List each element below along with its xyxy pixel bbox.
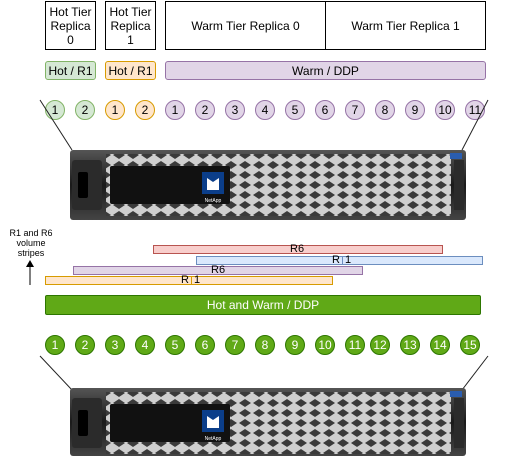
top-disk-13: 10 [435, 100, 455, 120]
header-label: Warm Tier Replica 0 [191, 18, 300, 33]
stripe-label: R6 [211, 264, 226, 276]
stripe-label-right: 1 [194, 274, 201, 286]
bottom-disk-11: 12 [370, 335, 390, 355]
bottom-disk-9: 10 [315, 335, 335, 355]
logo-text: NetApp [205, 198, 222, 204]
pool-label: Hot and Warm / DDP [206, 298, 320, 312]
top-disk-9: 6 [315, 100, 335, 120]
note-arrow [26, 260, 34, 285]
group-label: Warm / DDP [292, 63, 359, 78]
r1-stripe-orange: R 1 [45, 274, 333, 286]
bottom-disk-0: 1 [45, 335, 65, 355]
logo-text: NetApp [205, 436, 222, 442]
storage-enclosure-bottom: NetApp [70, 388, 466, 456]
stripe-label-left: R [181, 274, 189, 286]
storage-enclosure-top: NetApp [70, 150, 466, 220]
top-disk-8: 5 [285, 100, 305, 120]
top-disk-11: 8 [375, 100, 395, 120]
top-disk-12: 9 [405, 100, 425, 120]
bottom-disk-6: 7 [225, 335, 245, 355]
stripe-divider [191, 276, 192, 285]
top-disk-6: 3 [225, 100, 245, 120]
hot-and-warm-ddp-pool: Hot and Warm / DDP [45, 295, 481, 315]
bottom-disk-12: 13 [400, 335, 420, 355]
stripe-divider [342, 256, 343, 265]
bottom-disk-4: 5 [165, 335, 185, 355]
top-disk-3: 2 [135, 100, 155, 120]
bottom-disk-13: 14 [430, 335, 450, 355]
group-label: Hot / R1 [48, 63, 93, 78]
enclosure-graphic: NetApp [70, 150, 466, 220]
top-disk-1: 2 [75, 100, 95, 120]
top-disk-5: 2 [195, 100, 215, 120]
hot-r1-group-1: Hot / R1 [105, 61, 156, 80]
stripe-label-right: 1 [345, 254, 352, 266]
hot-tier-replica-0-header: Hot Tier Replica 0 [45, 1, 96, 50]
note-text: R1 and R6 volume stripes [9, 228, 53, 258]
header-label: Hot Tier Replica 1 [109, 4, 152, 47]
bottom-disk-3: 4 [135, 335, 155, 355]
bottom-disk-1: 2 [75, 335, 95, 355]
top-disk-10: 7 [345, 100, 365, 120]
bottom-disk-10: 11 [345, 335, 365, 355]
header-label: Warm Tier Replica 1 [351, 18, 460, 33]
stripe-label-left: R [332, 254, 340, 266]
r1-stripe-blue: R 1 [196, 254, 483, 266]
top-disk-4: 1 [165, 100, 185, 120]
warm-ddp-group: Warm / DDP [165, 61, 486, 80]
bottom-disk-8: 9 [285, 335, 305, 355]
stripe-label: R6 [290, 243, 305, 255]
bottom-disk-7: 8 [255, 335, 275, 355]
group-label: Hot / R1 [108, 63, 153, 78]
top-disk-2: 1 [105, 100, 125, 120]
top-disk-7: 4 [255, 100, 275, 120]
bottom-disk-14: 15 [460, 335, 480, 355]
warm-tier-replica-1-header: Warm Tier Replica 1 [325, 1, 486, 50]
bottom-disk-5: 6 [195, 335, 215, 355]
r6-stripe-purple: R6 [73, 264, 363, 276]
hot-tier-replica-1-header: Hot Tier Replica 1 [105, 1, 156, 50]
stripes-note: R1 and R6 volume stripes [3, 228, 59, 258]
hot-r1-group-0: Hot / R1 [45, 61, 96, 80]
header-label: Hot Tier Replica 0 [49, 4, 92, 47]
r6-stripe-top: R6 [153, 243, 443, 255]
enclosure-graphic: NetApp [70, 388, 466, 456]
bottom-disk-2: 3 [105, 335, 125, 355]
